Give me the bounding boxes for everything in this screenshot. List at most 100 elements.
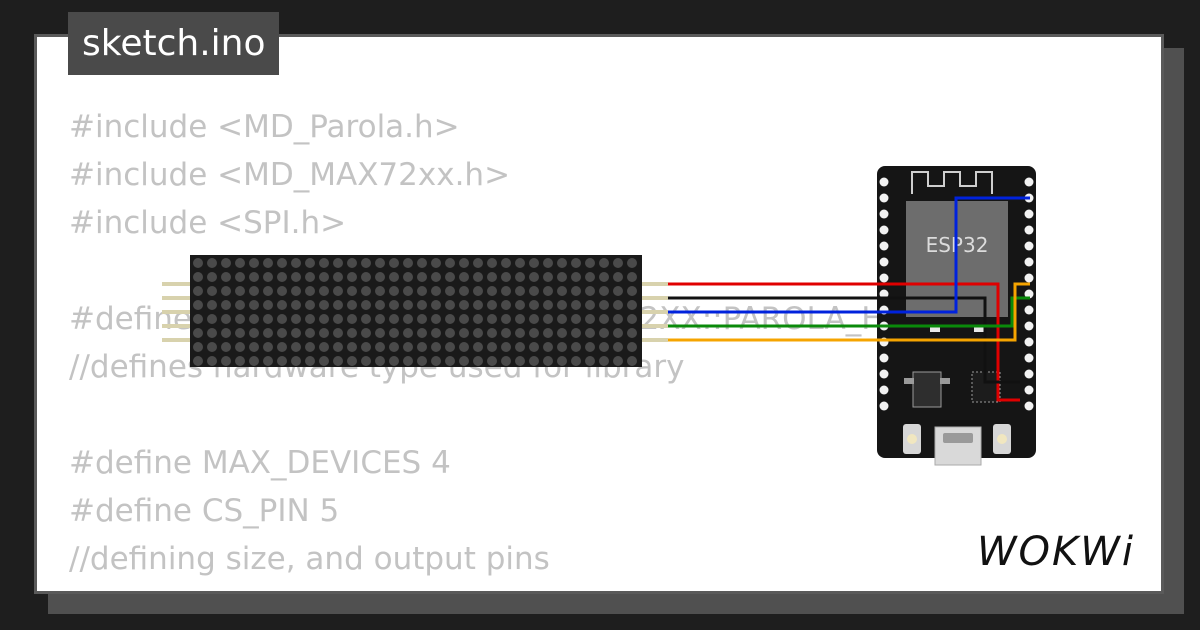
led-dot (515, 314, 525, 324)
pin-hole[interactable] (1024, 273, 1034, 283)
led-matrix[interactable] (162, 255, 668, 367)
pin-hole[interactable] (1024, 353, 1034, 363)
led-dot (557, 300, 567, 310)
led-dot (361, 258, 371, 268)
led-dot (389, 300, 399, 310)
led-dot (529, 342, 539, 352)
led-dot (599, 328, 609, 338)
led-dot (193, 356, 203, 366)
led-dot (501, 286, 511, 296)
led-dot (487, 286, 497, 296)
led-dot (305, 258, 315, 268)
led-dot (417, 328, 427, 338)
led-dot (305, 356, 315, 366)
pin-hole[interactable] (879, 225, 889, 235)
led-dot (543, 356, 553, 366)
pin-hole[interactable] (1024, 241, 1034, 251)
wire-red[interactable] (668, 282, 1020, 402)
led-dot (389, 272, 399, 282)
led-dot (235, 356, 245, 366)
led-dot (375, 286, 385, 296)
wire-blue[interactable] (668, 196, 1030, 314)
led-dot (627, 328, 637, 338)
led-dot (557, 314, 567, 324)
led-dot (291, 342, 301, 352)
code-line: #define MAX_DEVICES 4 (69, 445, 451, 481)
led-dot (445, 300, 455, 310)
led-dot (291, 286, 301, 296)
led-dot (333, 356, 343, 366)
led-dot (529, 314, 539, 324)
pin-hole[interactable] (1024, 305, 1034, 315)
led-dot (291, 314, 301, 324)
pin-hole[interactable] (1024, 401, 1034, 411)
led-dot (347, 300, 357, 310)
led-dot (207, 258, 217, 268)
led-dot (473, 286, 483, 296)
led-dot (529, 286, 539, 296)
pin-hole[interactable] (1024, 337, 1034, 347)
led-dot (459, 300, 469, 310)
led-dot (501, 342, 511, 352)
pin-hole[interactable] (879, 241, 889, 251)
pin-hole[interactable] (879, 353, 889, 363)
led-dot (263, 356, 273, 366)
led-dot (193, 286, 203, 296)
led-dot (599, 286, 609, 296)
led-dot (277, 300, 287, 310)
led-dot (375, 300, 385, 310)
pin-hole[interactable] (879, 193, 889, 203)
led-dot (515, 356, 525, 366)
pin-hole[interactable] (1024, 369, 1034, 379)
pin-hole[interactable] (879, 257, 889, 267)
led-dot (277, 328, 287, 338)
pin-hole[interactable] (879, 209, 889, 219)
led-dot (347, 342, 357, 352)
led-dot (305, 314, 315, 324)
pin-hole[interactable] (879, 273, 889, 283)
wire-green[interactable] (668, 296, 1030, 328)
pin-hole[interactable] (1024, 257, 1034, 267)
led-dot (319, 258, 329, 268)
led-dot (613, 328, 623, 338)
led-dot (333, 300, 343, 310)
led-dot (557, 272, 567, 282)
led-dot (473, 258, 483, 268)
pin-hole[interactable] (879, 401, 889, 411)
led-dot (291, 258, 301, 268)
pin-hole[interactable] (879, 177, 889, 187)
pin-hole[interactable] (1024, 225, 1034, 235)
code-line: //defining size, and output pins (69, 541, 550, 577)
led-dot (557, 258, 567, 268)
led-dot (599, 258, 609, 268)
led-dot (487, 314, 497, 324)
pin-hole[interactable] (1024, 289, 1034, 299)
led-dot (431, 342, 441, 352)
led-dot (305, 272, 315, 282)
led-dot (417, 356, 427, 366)
led-dot (193, 258, 203, 268)
matrix-pins (162, 282, 668, 342)
led-dot (333, 314, 343, 324)
boot-button[interactable] (993, 424, 1011, 454)
led-dot (459, 258, 469, 268)
pin-hole[interactable] (879, 369, 889, 379)
code-line: #define CS_PIN 5 (69, 493, 340, 529)
led-dot (529, 356, 539, 366)
pin-hole[interactable] (1024, 385, 1034, 395)
led-dot (613, 342, 623, 352)
pin-hole[interactable] (1024, 209, 1034, 219)
pin-hole[interactable] (879, 289, 889, 299)
pin-hole[interactable] (879, 385, 889, 395)
pin-hole[interactable] (1024, 177, 1034, 187)
led-dot (585, 328, 595, 338)
led-dot (235, 272, 245, 282)
en-button[interactable] (903, 424, 921, 454)
led-dot (319, 300, 329, 310)
voltage-regulator (912, 371, 942, 408)
led-dot (347, 272, 357, 282)
led-dot (249, 286, 259, 296)
led-dot (431, 314, 441, 324)
wire-orange[interactable] (668, 282, 1030, 342)
pin-hole[interactable] (1024, 321, 1034, 331)
